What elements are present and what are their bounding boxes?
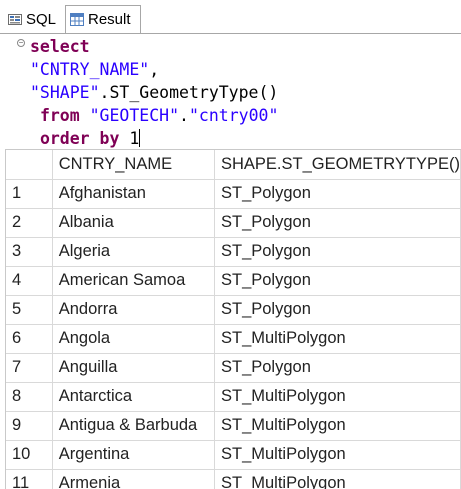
sql-token: 1 bbox=[119, 129, 140, 148]
geometry-type-cell[interactable]: ST_Polygon bbox=[214, 208, 461, 238]
row-number-cell[interactable]: 5 bbox=[6, 295, 53, 325]
geometry-type-cell[interactable]: ST_MultiPolygon bbox=[214, 324, 461, 354]
cntry-name-cell[interactable]: Argentina bbox=[52, 440, 215, 470]
cntry-name-cell[interactable]: Antigua & Barbuda bbox=[52, 411, 215, 441]
row-number-cell[interactable]: 1 bbox=[6, 179, 53, 209]
row-number-cell[interactable]: 9 bbox=[6, 411, 53, 441]
tab-sql[interactable]: SQL bbox=[6, 5, 64, 33]
cntry-name-cell[interactable]: American Samoa bbox=[52, 266, 215, 296]
row-number-cell[interactable]: 4 bbox=[6, 266, 53, 296]
text-caret bbox=[139, 129, 141, 147]
geometry-type-cell[interactable]: ST_Polygon bbox=[214, 266, 461, 296]
sql-token bbox=[80, 106, 90, 125]
column-header-geometry-type[interactable]: SHAPE.ST_GEOMETRYTYPE() bbox=[214, 150, 461, 180]
row-number-cell[interactable]: 2 bbox=[6, 208, 53, 238]
sql-token: .ST_GeometryType() bbox=[99, 83, 279, 102]
cntry-name-cell[interactable]: Algeria bbox=[52, 237, 215, 267]
column-header-cntry-name[interactable]: CNTRY_NAME bbox=[52, 150, 215, 180]
tab-result-label: Result bbox=[88, 11, 131, 28]
sql-icon bbox=[8, 13, 22, 26]
sql-line[interactable]: select bbox=[30, 35, 278, 58]
sql-token: "CNTRY_NAME" bbox=[30, 60, 150, 79]
cntry-name-cell[interactable]: Albania bbox=[52, 208, 215, 238]
sql-token: "cntry00" bbox=[188, 106, 279, 125]
row-number-cell[interactable]: 6 bbox=[6, 324, 53, 354]
fold-toggle-icon[interactable]: − bbox=[17, 38, 25, 47]
geometry-type-cell[interactable]: ST_MultiPolygon bbox=[214, 440, 461, 470]
tab-result[interactable]: Result bbox=[65, 5, 141, 33]
row-number-cell[interactable]: 7 bbox=[6, 353, 53, 383]
result-grid-icon bbox=[70, 13, 84, 26]
sql-token: "SHAPE" bbox=[30, 83, 100, 102]
sql-line[interactable]: from "GEOTECH"."cntry00" bbox=[30, 104, 278, 127]
sql-line[interactable]: order by 1 bbox=[30, 127, 278, 150]
geometry-type-cell[interactable]: ST_Polygon bbox=[214, 353, 461, 383]
geometry-type-cell[interactable]: ST_MultiPolygon bbox=[214, 382, 461, 412]
sql-token: , bbox=[149, 60, 160, 79]
row-number-cell[interactable]: 11 bbox=[6, 469, 53, 489]
geometry-type-cell[interactable]: ST_Polygon bbox=[214, 179, 461, 209]
row-number-cell[interactable]: 8 bbox=[6, 382, 53, 412]
sql-token: from bbox=[39, 106, 80, 125]
column-header-row-number[interactable] bbox=[6, 150, 53, 180]
sql-token: select bbox=[30, 37, 90, 56]
cntry-name-cell[interactable]: Angola bbox=[52, 324, 215, 354]
geometry-type-cell[interactable]: ST_Polygon bbox=[214, 237, 461, 267]
row-number-cell[interactable]: 10 bbox=[6, 440, 53, 470]
geometry-type-cell[interactable]: ST_Polygon bbox=[214, 295, 461, 325]
geometry-type-cell[interactable]: ST_MultiPolygon bbox=[214, 469, 461, 489]
cntry-name-cell[interactable]: Afghanistan bbox=[52, 179, 215, 209]
row-number-cell[interactable]: 3 bbox=[6, 237, 53, 267]
editor-tab-bar: SQL Result bbox=[0, 0, 461, 33]
table-header-row: CNTRY_NAME SHAPE.ST_GEOMETRYTYPE() bbox=[6, 150, 461, 180]
cntry-name-cell[interactable]: Antarctica bbox=[52, 382, 215, 412]
cntry-name-cell[interactable]: Armenia bbox=[52, 469, 215, 489]
sql-token: "GEOTECH" bbox=[89, 106, 180, 125]
geometry-type-cell[interactable]: ST_MultiPolygon bbox=[214, 411, 461, 441]
sql-line[interactable]: "CNTRY_NAME", bbox=[30, 58, 278, 81]
sql-code[interactable]: select"CNTRY_NAME","SHAPE".ST_GeometryTy… bbox=[30, 35, 278, 150]
tab-sql-label: SQL bbox=[26, 10, 57, 28]
sql-token: order by bbox=[39, 129, 120, 148]
cntry-name-cell[interactable]: Andorra bbox=[52, 295, 215, 325]
sql-token bbox=[30, 106, 40, 125]
sql-token: . bbox=[179, 106, 189, 125]
cntry-name-cell[interactable]: Anguilla bbox=[52, 353, 215, 383]
sql-line[interactable]: "SHAPE".ST_GeometryType() bbox=[30, 81, 278, 104]
sql-editor[interactable]: − select"CNTRY_NAME","SHAPE".ST_Geometry… bbox=[0, 33, 461, 150]
sql-token bbox=[30, 129, 40, 148]
